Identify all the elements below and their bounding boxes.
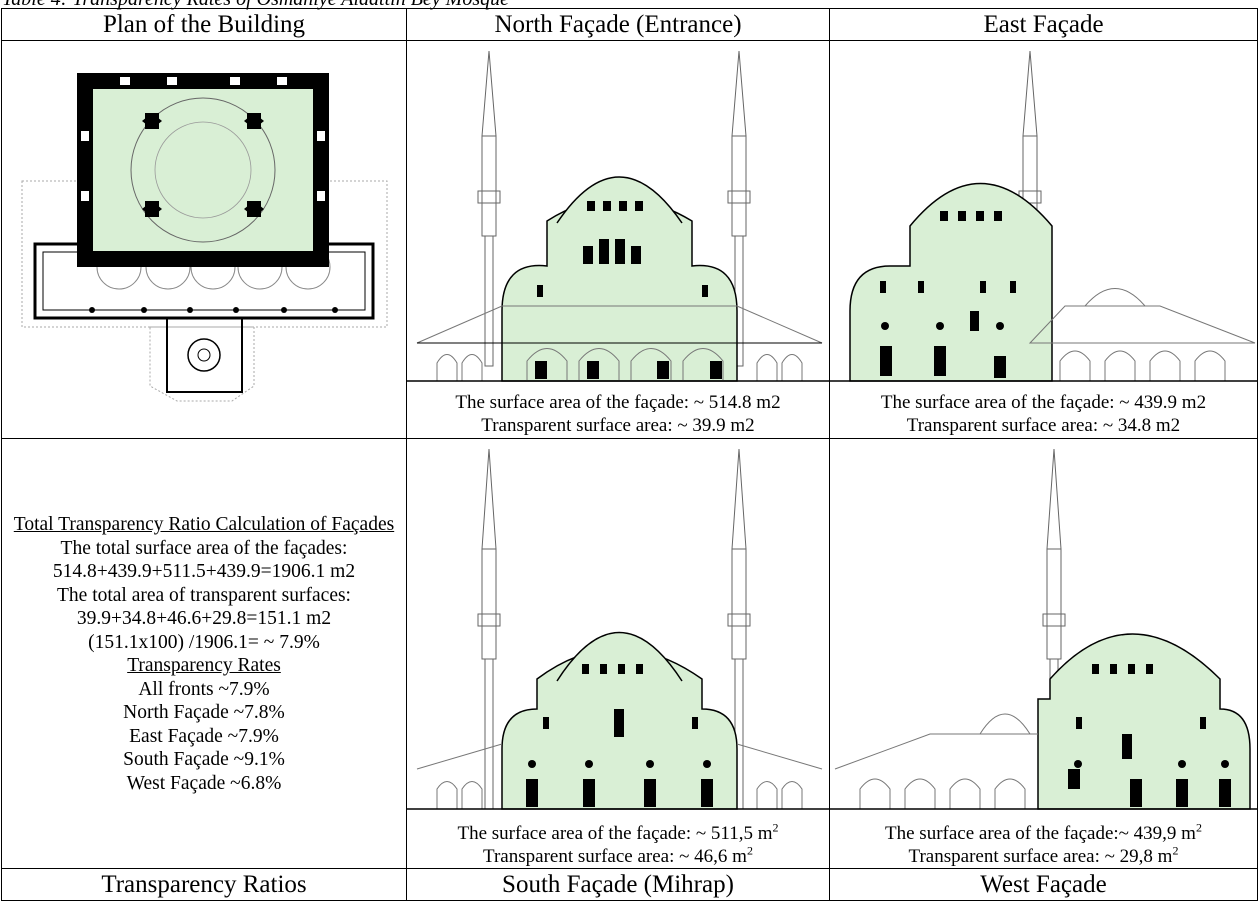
north-surface-area: The surface area of the façade: ~ 514.8 …: [455, 392, 781, 413]
transparency-table: Plan of the Building North Façade (Entra…: [1, 8, 1258, 901]
west-facade-cell: The surface area of the façade:~ 439,9 m…: [829, 438, 1258, 869]
east-facade-cell: The surface area of the façade: ~ 439.9 …: [829, 40, 1258, 439]
transparency-calculation: Total Transparency Ratio Calculation of …: [2, 439, 406, 795]
east-surface-area: The surface area of the façade: ~ 439.9 …: [880, 392, 1207, 413]
calc-line-4: 39.9+34.8+46.6+29.8=151.1 m2: [76, 608, 332, 629]
south-facade-cell: The surface area of the façade: ~ 511,5 …: [406, 438, 830, 869]
rate-west: West Façade ~6.8%: [126, 772, 282, 794]
footer-south: South Façade (Mihrap): [406, 868, 830, 901]
rate-south: South Façade ~9.1%: [123, 749, 285, 770]
west-facade-drawing: [830, 448, 1258, 810]
calc-heading: Total Transparency Ratio Calculation of …: [13, 514, 395, 535]
south-transparent-area: Transparent surface area: ~ 46,6 m2: [483, 843, 753, 867]
rates-heading: Transparency Rates: [127, 655, 281, 676]
west-surface-area: The surface area of the façade:~ 439,9 m…: [885, 820, 1202, 844]
rate-all: All fronts ~7.9%: [138, 678, 270, 700]
rate-north: North Façade ~7.8%: [123, 702, 285, 723]
south-surface-area: The surface area of the façade: ~ 511,5 …: [457, 820, 779, 844]
calc-cell: Total Transparency Ratio Calculation of …: [1, 438, 407, 869]
plan-cell: [1, 40, 407, 439]
header-east: East Façade: [829, 8, 1258, 41]
north-facade-drawing: [407, 50, 830, 382]
east-facade-drawing: [830, 50, 1258, 382]
footer-west: West Façade: [829, 868, 1258, 901]
south-facade-drawing: [407, 448, 830, 810]
calc-line-2: 514.8+439.9+511.5+439.9=1906.1 m2: [52, 561, 356, 582]
calc-line-3: The total area of transparent surfaces:: [57, 584, 351, 606]
header-north: North Façade (Entrance): [406, 8, 830, 41]
west-transparent-area: Transparent surface area: ~ 29,8 m2: [908, 843, 1179, 867]
east-transparent-area: Transparent surface area: ~ 34.8 m2: [906, 415, 1181, 436]
calc-line-5: (151.1x100) /1906.1= ~ 7.9%: [88, 631, 320, 653]
footer-ratios: Transparency Ratios: [1, 868, 407, 901]
building-plan-drawing: [21, 73, 388, 402]
table-caption: Table 4: Transparency Rates of Osmaniye …: [2, 0, 509, 11]
rate-east: East Façade ~7.9%: [129, 725, 279, 747]
north-facade-cell: The surface area of the façade: ~ 514.8 …: [406, 40, 830, 439]
header-plan: Plan of the Building: [1, 8, 407, 41]
north-transparent-area: Transparent surface area: ~ 39.9 m2: [481, 415, 755, 436]
calc-line-1: The total surface area of the façades:: [60, 537, 348, 559]
